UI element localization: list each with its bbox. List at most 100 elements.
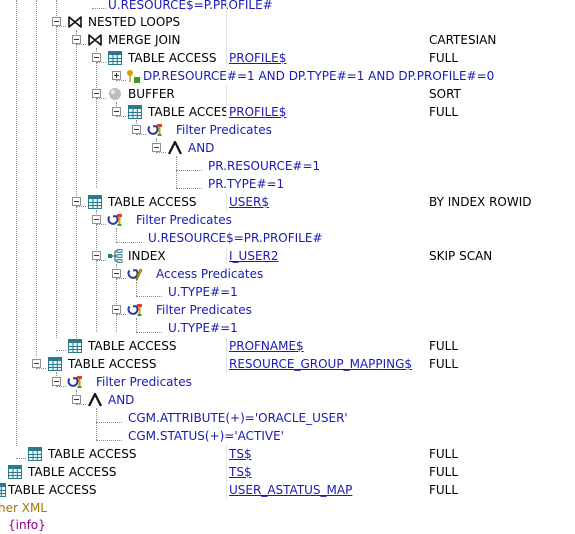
table-icon bbox=[27, 446, 43, 462]
merge-join-icon bbox=[87, 32, 103, 48]
table-icon bbox=[0, 482, 7, 498]
plan-row[interactable]: AND bbox=[0, 391, 575, 409]
object-link[interactable]: RESOURCE_GROUP_MAPPING$ bbox=[229, 357, 413, 371]
table-icon bbox=[7, 464, 23, 480]
plan-row[interactable]: {info} bbox=[0, 516, 575, 534]
predicate-text: U.TYPE#=1 bbox=[168, 321, 238, 335]
object-link[interactable]: TS$ bbox=[229, 447, 252, 461]
collapse-toggle[interactable] bbox=[92, 53, 101, 62]
predicate-text: U.RESOURCE$=P.PROFILE# bbox=[108, 0, 273, 12]
plan-row[interactable]: Access Predicates bbox=[0, 265, 575, 283]
collapse-toggle[interactable] bbox=[112, 269, 121, 278]
operation-label: TABLE ACCESS bbox=[128, 51, 217, 65]
plan-row[interactable]: TABLE ACCESS PROFILE$ FULL bbox=[0, 49, 575, 67]
plan-row[interactable]: Filter Predicates bbox=[0, 121, 575, 139]
operation-label: MERGE JOIN bbox=[108, 33, 181, 47]
table-icon bbox=[87, 194, 103, 210]
plan-row[interactable]: U.TYPE#=1 bbox=[0, 283, 575, 301]
predicate-text: U.RESOURCE$=PR.PROFILE# bbox=[148, 231, 323, 245]
plan-row[interactable]: INDEX I_USER2 SKIP SCAN bbox=[0, 247, 575, 265]
collapse-toggle[interactable] bbox=[112, 107, 121, 116]
object-link[interactable]: PROFILE$ bbox=[229, 105, 287, 119]
plan-row[interactable]: NESTED LOOPS bbox=[0, 13, 575, 31]
plan-row[interactable]: Filter Predicates bbox=[0, 373, 575, 391]
plan-row[interactable]: TABLE ACCESS TS$ FULL bbox=[0, 445, 575, 463]
operation-options: SORT bbox=[429, 87, 461, 101]
plan-row[interactable]: TABLE ACCESS TS$ FULL bbox=[0, 463, 575, 481]
plan-row[interactable]: DP.RESOURCE#=1 AND DP.TYPE#=1 AND DP.PRO… bbox=[0, 67, 575, 85]
collapse-toggle[interactable] bbox=[92, 89, 101, 98]
info-tag: {info} bbox=[8, 518, 46, 532]
and-label: AND bbox=[108, 393, 135, 407]
operation-label: INDEX bbox=[128, 249, 166, 263]
and-icon bbox=[167, 140, 183, 156]
collapse-toggle[interactable] bbox=[112, 305, 121, 314]
plan-row[interactable]: CGM.STATUS(+)='ACTIVE' bbox=[0, 427, 575, 445]
plan-row[interactable]: Filter Predicates bbox=[0, 301, 575, 319]
nested-loops-icon bbox=[67, 14, 83, 30]
plan-row[interactable]: TABLE ACCESS USER_ASTATUS_MAP FULL bbox=[0, 481, 575, 499]
plan-row[interactable]: U.TYPE#=1 bbox=[0, 319, 575, 337]
plan-row[interactable]: U.RESOURCE$=P.PROFILE# bbox=[0, 0, 575, 14]
plan-row[interactable]: her XML bbox=[0, 499, 575, 517]
table-icon bbox=[127, 104, 143, 120]
expand-toggle[interactable] bbox=[112, 71, 121, 80]
predicate-text: PR.TYPE#=1 bbox=[208, 177, 285, 191]
predicate-text: CGM.STATUS(+)='ACTIVE' bbox=[128, 429, 284, 443]
operation-options: SKIP SCAN bbox=[429, 249, 493, 263]
operation-label: TABLE ACCESS bbox=[68, 357, 157, 371]
object-link[interactable]: I_USER2 bbox=[229, 249, 279, 263]
collapse-toggle[interactable] bbox=[52, 377, 61, 386]
plan-row[interactable]: TABLE ACCES PROFILE$ FULL bbox=[0, 103, 575, 121]
operation-label: TABLE ACCESS bbox=[28, 465, 117, 479]
plan-row[interactable]: TABLE ACCESS RESOURCE_GROUP_MAPPING$ FUL… bbox=[0, 355, 575, 373]
plan-row[interactable]: TABLE ACCESS PROFNAME$ FULL bbox=[0, 337, 575, 355]
access-predicates-label: Access Predicates bbox=[156, 267, 264, 281]
object-link[interactable]: USER_ASTATUS_MAP bbox=[229, 483, 353, 497]
filter-predicates-label: Filter Predicates bbox=[96, 375, 192, 389]
operation-label: TABLE ACCESS bbox=[108, 195, 197, 209]
operation-label: TABLE ACCESS bbox=[88, 339, 177, 353]
collapse-toggle[interactable] bbox=[32, 359, 41, 368]
predicate-key-icon bbox=[125, 68, 139, 84]
collapse-toggle[interactable] bbox=[52, 17, 61, 26]
object-link[interactable]: PROFILE$ bbox=[229, 51, 287, 65]
table-icon bbox=[47, 356, 63, 372]
collapse-toggle[interactable] bbox=[132, 125, 141, 134]
collapse-toggle[interactable] bbox=[72, 35, 81, 44]
plan-row[interactable]: Filter Predicates bbox=[0, 211, 575, 229]
operation-label: TABLE ACCESS bbox=[48, 447, 137, 461]
collapse-toggle[interactable] bbox=[92, 251, 101, 260]
plan-row[interactable]: PR.TYPE#=1 bbox=[0, 175, 575, 193]
plan-row[interactable]: TABLE ACCESS USER$ BY INDEX ROWID bbox=[0, 193, 575, 211]
operation-label: TABLE ACCESS bbox=[8, 483, 97, 497]
filter-icon bbox=[147, 122, 163, 138]
operation-options: FULL bbox=[429, 339, 459, 353]
plan-row[interactable]: CGM.ATTRIBUTE(+)='ORACLE_USER' bbox=[0, 409, 575, 427]
collapse-toggle[interactable] bbox=[72, 395, 81, 404]
collapse-toggle[interactable] bbox=[92, 215, 101, 224]
plan-row[interactable]: MERGE JOIN CARTESIAN bbox=[0, 31, 575, 49]
operation-options: FULL bbox=[429, 447, 459, 461]
predicate-text: PR.RESOURCE#=1 bbox=[208, 159, 321, 173]
index-icon bbox=[107, 248, 123, 264]
operation-options: FULL bbox=[429, 51, 459, 65]
predicate-text: DP.RESOURCE#=1 AND DP.TYPE#=1 AND DP.PRO… bbox=[143, 69, 495, 83]
filter-predicates-label: Filter Predicates bbox=[176, 123, 272, 137]
filter-predicates-label: Filter Predicates bbox=[156, 303, 252, 317]
object-link[interactable]: PROFNAME$ bbox=[229, 339, 304, 353]
filter-icon bbox=[107, 212, 123, 228]
and-icon bbox=[87, 392, 103, 408]
object-link[interactable]: USER$ bbox=[229, 195, 269, 209]
plan-row[interactable]: U.RESOURCE$=PR.PROFILE# bbox=[0, 229, 575, 247]
plan-row[interactable]: PR.RESOURCE#=1 bbox=[0, 157, 575, 175]
operation-label: TABLE ACCES bbox=[148, 105, 226, 119]
plan-row[interactable]: AND bbox=[0, 139, 575, 157]
operation-options: BY INDEX ROWID bbox=[429, 195, 532, 209]
collapse-toggle[interactable] bbox=[152, 143, 161, 152]
other-xml-label[interactable]: her XML bbox=[0, 501, 47, 515]
collapse-toggle[interactable] bbox=[72, 197, 81, 206]
plan-row[interactable]: BUFFER SORT bbox=[0, 85, 575, 103]
and-label: AND bbox=[188, 141, 215, 155]
object-link[interactable]: TS$ bbox=[229, 465, 252, 479]
